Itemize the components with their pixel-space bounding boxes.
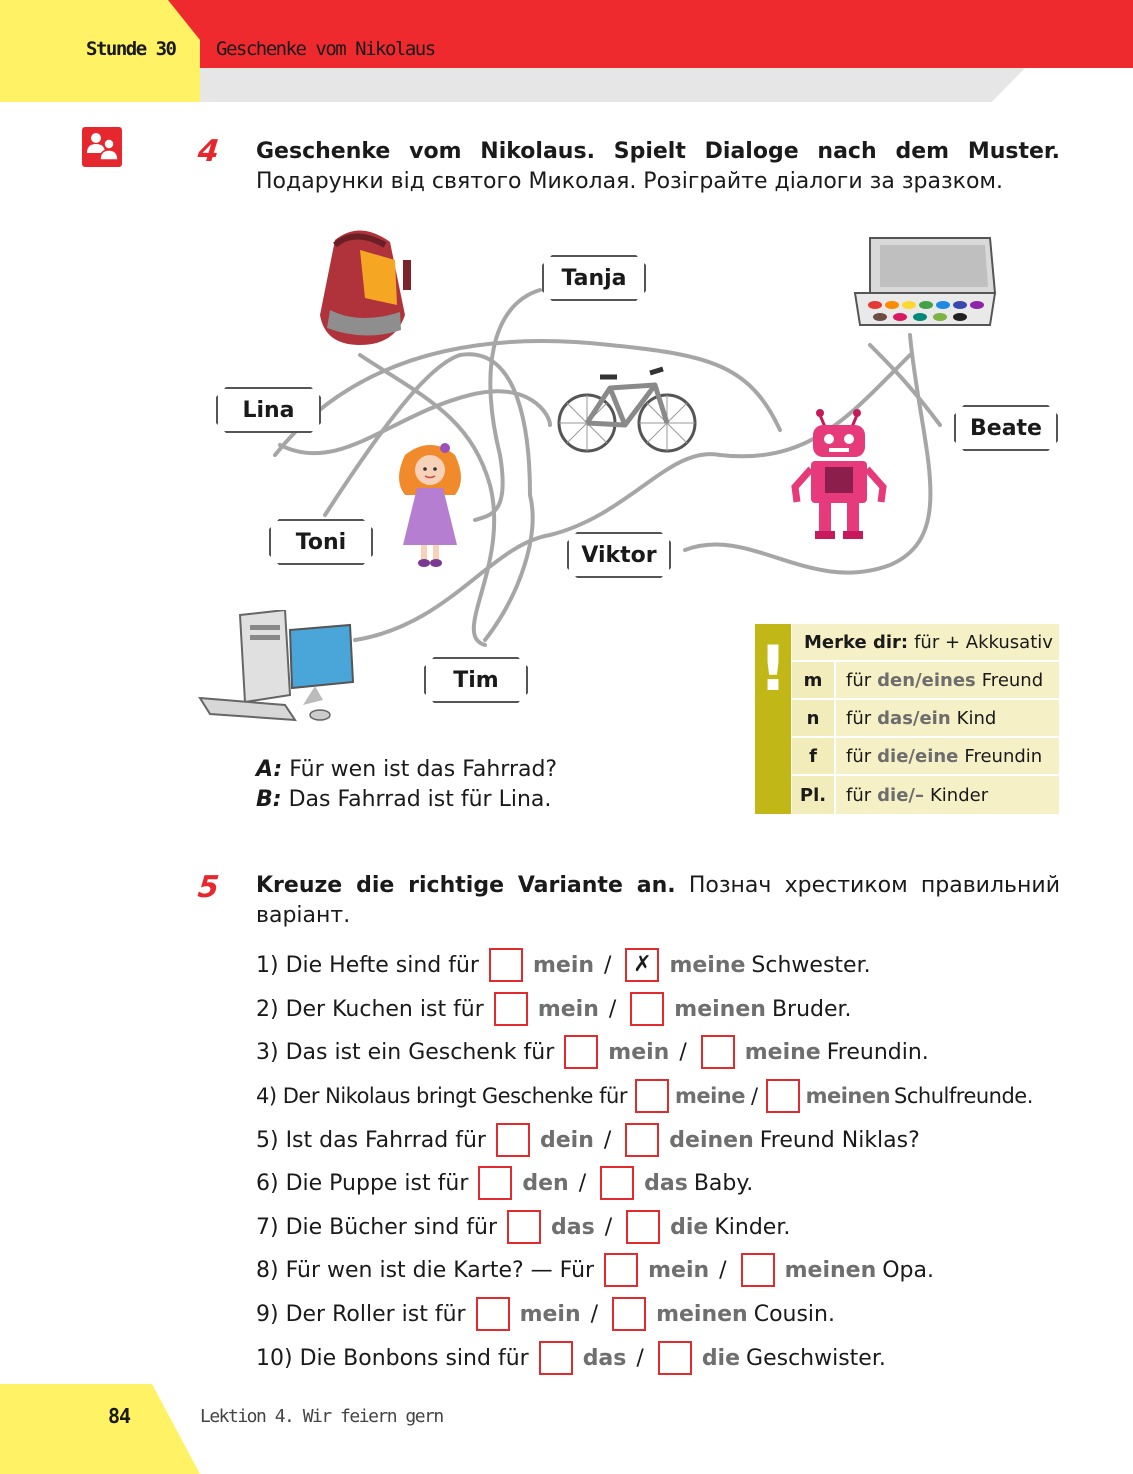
list-item: 10) Die Bonbons sind für das/ die Geschw…: [256, 1338, 886, 1378]
checkbox-option-1[interactable]: [564, 1035, 599, 1069]
dialogue-line-b: B: Das Fahrrad ist für Lina.: [256, 785, 557, 815]
checkbox-option-2[interactable]: [657, 1341, 692, 1375]
gift-matching-illustration: Tanja Lina Beate Toni Viktor Tim: [190, 215, 1070, 735]
checkbox-option-2[interactable]: [630, 992, 665, 1026]
list-item: 9) Der Roller ist für mein/ meinen Cousi…: [256, 1294, 835, 1334]
task-text-ukrainian: Подарунки від святого Миколая. Розіграйт…: [256, 169, 1004, 194]
checkbox-option-1[interactable]: [493, 992, 528, 1026]
sample-dialogue: A: Für wen ist das Fahrrad? B: Das Fahrr…: [256, 755, 557, 815]
checkbox-option-1[interactable]: [634, 1079, 669, 1113]
checkbox-option-1[interactable]: [538, 1341, 573, 1375]
checkbox-option-2[interactable]: [626, 1210, 661, 1244]
robot-icon: [791, 409, 887, 539]
pair-work-icon: [82, 127, 122, 167]
footer-lesson-title: Lektion 4. Wir feiern gern: [200, 1406, 444, 1427]
name-tag-toni: Toni: [269, 519, 373, 565]
checkbox-option-2[interactable]: [740, 1253, 775, 1287]
bicycle-icon: [557, 366, 697, 453]
dialogue-line-a: A: Für wen ist das Fahrrad?: [256, 755, 557, 785]
backpack-icon: [320, 230, 411, 345]
checkbox-option-2[interactable]: [765, 1079, 800, 1113]
checkbox-option-1[interactable]: [507, 1210, 542, 1244]
speaker-a: A:: [256, 757, 283, 782]
list-item: 7) Die Bücher sind für das/ die Kinder.: [256, 1207, 790, 1247]
list-item: 4) Der Nikolaus bringt Geschenke für mei…: [256, 1076, 1033, 1116]
list-item: 6) Die Puppe ist für den/ das Baby.: [256, 1163, 753, 1203]
list-item: 1) Die Hefte sind für mein/ meine Schwes…: [256, 945, 871, 985]
paint-box-icon: [853, 237, 997, 326]
name-tag-tim: Tim: [424, 657, 528, 703]
checkbox-option-1[interactable]: [495, 1123, 530, 1157]
exercise-4-task: Geschenke vom Nikolaus. Spielt Dialoge n…: [256, 137, 1060, 197]
grammar-table-header: Merke dir: für + Akkusativ: [792, 624, 1059, 662]
header-yellow-tab: [0, 0, 200, 102]
task-text-german: Geschenke vom Nikolaus. Spielt Dialoge n…: [256, 139, 1060, 164]
checkbox-option-2[interactable]: [700, 1035, 735, 1069]
name-tag-lina: Lina: [216, 387, 321, 433]
grammar-note-bar: [755, 624, 791, 814]
exercise-number-4: 4: [196, 134, 221, 169]
name-tag-beate: Beate: [954, 405, 1058, 451]
name-tag-viktor: Viktor: [567, 532, 671, 578]
checkbox-option-1[interactable]: [475, 1297, 510, 1331]
checkbox-option-1[interactable]: [488, 948, 523, 982]
task-text-german: Kreuze die richtige Variante an.: [256, 873, 676, 898]
checkbox-option-1[interactable]: [604, 1253, 639, 1287]
list-item: 5) Ist das Fahrrad für dein/ deinen Freu…: [256, 1120, 920, 1160]
speaker-b: B:: [256, 787, 282, 812]
checkbox-option-2-checked[interactable]: [625, 948, 660, 982]
checkbox-option-1[interactable]: [478, 1166, 513, 1200]
exercise-5-task: Kreuze die richtige Variante an. Познач …: [256, 873, 1060, 928]
list-item: 3) Das ist ein Geschenk für mein/ meine …: [256, 1032, 929, 1072]
task-text-ukrainian: Познач хрестиком правильний: [688, 873, 1060, 898]
doll-icon: [399, 443, 461, 567]
computer-icon: [198, 610, 355, 722]
lesson-title: Geschenke vom Nikolaus: [216, 38, 436, 60]
list-item: 2) Der Kuchen ist für mein/ meinen Brude…: [256, 989, 852, 1029]
page-number: 84: [108, 1404, 131, 1428]
header-gray-band: [195, 68, 1025, 102]
checkbox-option-2[interactable]: [612, 1297, 647, 1331]
checkbox-option-2[interactable]: [625, 1123, 660, 1157]
header-red-band: [160, 0, 1133, 68]
checkbox-option-2[interactable]: [600, 1166, 635, 1200]
dialogue-text-b: Das Fahrrad ist für Lina.: [288, 787, 552, 812]
exclamation-icon: !: [758, 632, 788, 705]
name-tag-tanja: Tanja: [542, 255, 646, 301]
exercise-number-5: 5: [196, 870, 221, 905]
dialogue-text-a: Für wen ist das Fahrrad?: [289, 757, 558, 782]
list-item: 8) Für wen ist die Karte? — Für mein/ me…: [256, 1250, 934, 1290]
footer-yellow-tab: [0, 1384, 200, 1474]
lesson-number: Stunde 30: [86, 38, 177, 60]
